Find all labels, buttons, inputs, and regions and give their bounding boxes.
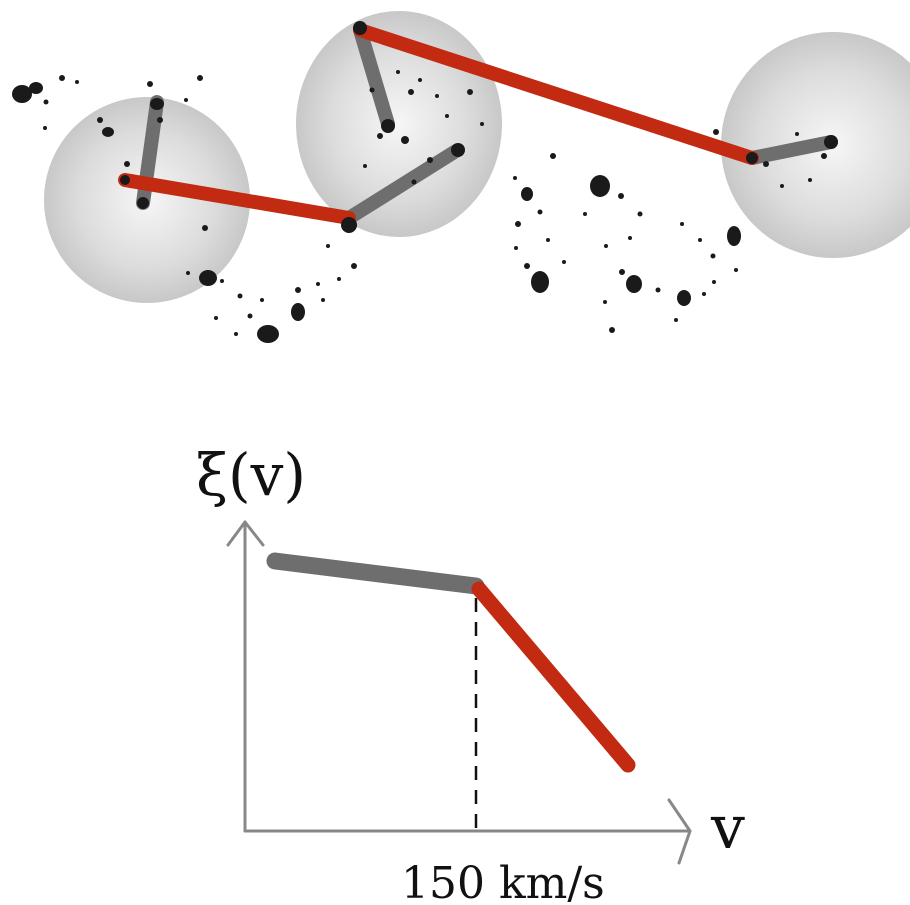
galaxy: [202, 225, 208, 231]
galaxy: [102, 127, 114, 137]
curve-segment-long: [479, 589, 628, 765]
galaxy: [150, 98, 164, 110]
galaxy: [435, 94, 439, 98]
galaxy: [120, 175, 130, 185]
galaxy: [418, 78, 422, 82]
galaxy: [427, 157, 433, 163]
galaxy: [677, 290, 691, 306]
galaxy: [531, 271, 549, 293]
galaxy: [808, 178, 812, 182]
galaxy: [702, 292, 706, 296]
galaxy: [674, 318, 678, 322]
galaxy: [260, 298, 264, 302]
galaxy: [341, 217, 357, 233]
galaxy: [626, 275, 642, 293]
galaxy: [824, 135, 838, 149]
velocity-graph: ξ(v) v 150 km/s: [196, 441, 745, 905]
curve-segment-short: [275, 561, 476, 586]
galaxy: [795, 132, 799, 136]
galaxy: [583, 212, 587, 216]
galaxy: [480, 122, 484, 126]
galaxy: [337, 277, 341, 281]
galaxy: [711, 254, 716, 259]
galaxy: [609, 327, 615, 333]
galaxy: [412, 180, 417, 185]
break-label: 150 km/s: [401, 858, 605, 905]
galaxy: [604, 244, 608, 248]
galaxy: [821, 153, 827, 159]
galaxy: [727, 226, 741, 246]
galaxy: [257, 325, 279, 343]
galaxy: [43, 126, 47, 130]
galaxy: [445, 114, 449, 118]
galaxy: [396, 70, 400, 74]
galaxy: [44, 100, 49, 105]
galaxy: [546, 238, 550, 242]
galaxy: [363, 164, 367, 168]
galaxy: [12, 85, 32, 103]
galaxy: [59, 75, 65, 81]
galaxy: [513, 176, 517, 180]
galaxy: [763, 161, 769, 167]
galaxy: [316, 282, 320, 286]
galaxy: [638, 212, 643, 217]
galaxy: [780, 184, 784, 188]
galaxy: [238, 294, 243, 299]
axes: [228, 522, 690, 863]
galaxy: [321, 298, 325, 302]
galaxy: [353, 21, 367, 35]
galaxy: [590, 175, 610, 197]
x-axis-label: v: [710, 793, 745, 863]
galaxy: [291, 303, 305, 321]
y-axis-label: ξ(v): [196, 441, 306, 509]
galaxy: [698, 238, 702, 242]
galaxy: [524, 263, 530, 269]
galaxy: [451, 143, 465, 157]
galaxy: [370, 88, 375, 93]
galaxy: [538, 210, 543, 215]
galaxy: [619, 269, 625, 275]
galaxy: [248, 314, 253, 319]
galaxy: [295, 287, 301, 293]
galaxy: [234, 332, 238, 336]
galaxy: [197, 75, 203, 81]
galaxy: [184, 98, 188, 102]
galaxy: [326, 244, 330, 248]
galaxy: [214, 316, 218, 320]
galaxy: [618, 193, 624, 199]
galaxy: [199, 270, 217, 286]
galaxy: [746, 152, 758, 164]
galaxy: [29, 82, 43, 94]
galaxy: [656, 288, 661, 293]
galaxy: [381, 119, 395, 133]
galaxy: [712, 280, 716, 284]
galaxy: [515, 221, 521, 227]
galaxy: [550, 153, 556, 159]
galaxy: [713, 129, 719, 135]
galaxy: [628, 236, 632, 240]
galaxy: [75, 80, 79, 84]
galaxy: [147, 81, 153, 87]
galaxy: [124, 161, 130, 167]
galaxy: [377, 133, 383, 139]
galaxy: [186, 271, 190, 275]
galaxy: [137, 197, 149, 209]
galaxy: [514, 246, 518, 250]
galaxy: [220, 279, 224, 283]
galaxy: [680, 222, 684, 226]
galaxy: [467, 89, 473, 95]
galaxy: [408, 89, 414, 95]
galaxy: [401, 136, 409, 144]
halo-illustration: [12, 11, 910, 343]
galaxy: [562, 260, 566, 264]
galaxy: [157, 117, 163, 123]
galaxy: [734, 268, 738, 272]
galaxy: [521, 187, 533, 201]
galaxy: [351, 263, 357, 269]
galaxy: [97, 117, 103, 123]
galaxy: [603, 300, 607, 304]
